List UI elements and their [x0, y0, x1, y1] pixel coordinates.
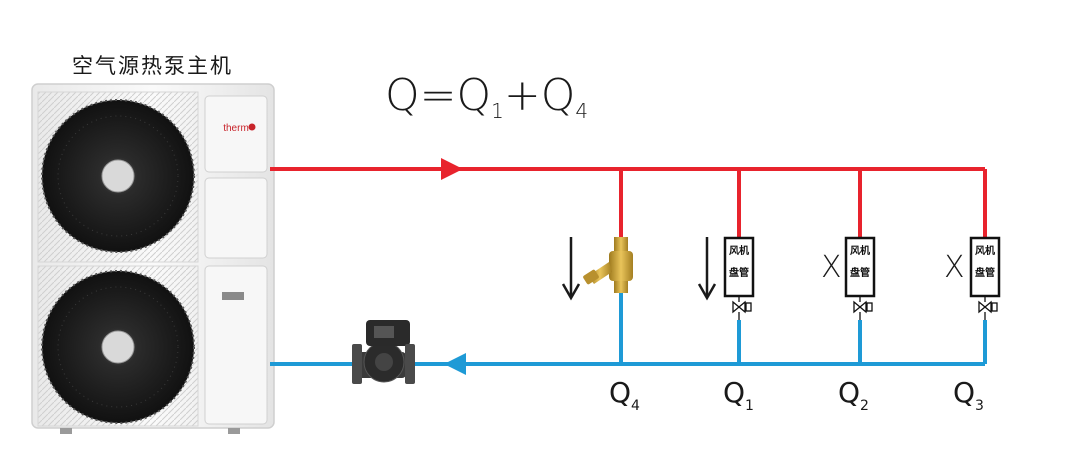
closed-mark: X	[821, 250, 842, 285]
heat-pump-unit: therm	[31, 83, 275, 434]
fan-icon	[41, 270, 195, 424]
branch-label-q1: Q1	[723, 376, 754, 414]
flow-formula: Q=Q1+Q4	[385, 70, 589, 123]
return-flow-arrow-icon	[444, 353, 466, 375]
branch-label-q3: Q3	[953, 376, 984, 414]
branch-label-q2: Q2	[838, 376, 869, 414]
branch-label-q4: Q4	[609, 376, 640, 414]
fan-coil-label: 风机盘管	[729, 246, 749, 279]
supply-pipe	[270, 167, 987, 238]
brand-logo: therm	[223, 123, 249, 134]
fan-icon	[41, 99, 195, 253]
fan-coil-unit	[844, 236, 876, 320]
flow-down-arrow-icon	[697, 237, 717, 301]
unit-title: 空气源热泵主机	[72, 54, 233, 78]
fan-coil-unit	[723, 236, 755, 320]
closed-mark: X	[944, 250, 965, 285]
circulation-pump-icon	[352, 320, 415, 384]
fan-coil-label: 风机盘管	[975, 246, 995, 279]
supply-flow-arrow-icon	[441, 158, 463, 180]
flow-down-arrow-icon	[561, 237, 581, 301]
bypass-valve-icon	[583, 237, 633, 293]
fan-coil-label: 风机盘管	[850, 246, 870, 279]
fan-coil-unit	[969, 236, 1001, 320]
